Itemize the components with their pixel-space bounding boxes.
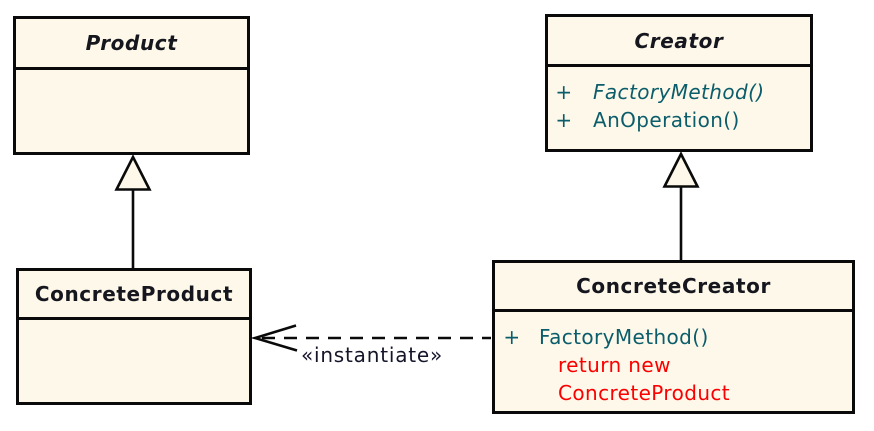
class-box-concrete-creator: ConcreteCreator + FactoryMethod() return… <box>492 260 855 414</box>
class-title-product: Product <box>16 19 247 70</box>
method-factorymethod: + FactoryMethod() <box>548 78 810 106</box>
code-note-line: ConcreteProduct <box>558 381 731 405</box>
class-body-creator: + FactoryMethod() + AnOperation() <box>548 67 810 149</box>
method-anoperation: + AnOperation() <box>548 106 810 134</box>
code-note-line: return new <box>558 353 671 377</box>
class-box-product: Product <box>13 16 250 155</box>
class-body-concrete-product <box>19 320 249 402</box>
class-title-concrete-creator: ConcreteCreator <box>495 263 852 312</box>
visibility-public: + <box>503 325 521 349</box>
visibility-public: + <box>555 108 573 132</box>
class-box-concrete-product: ConcreteProduct <box>16 268 252 405</box>
class-body-concrete-creator: + FactoryMethod() return new ConcretePro… <box>495 312 852 411</box>
class-body-product <box>16 70 247 152</box>
generalization-triangle-icon-product <box>114 154 152 191</box>
class-title-creator: Creator <box>548 17 810 67</box>
visibility-public: + <box>555 80 573 104</box>
method-label: FactoryMethod() <box>593 80 765 104</box>
class-box-creator: Creator + FactoryMethod() + AnOperation(… <box>545 14 813 152</box>
method-label: AnOperation() <box>593 108 740 132</box>
method-factorymethod: + FactoryMethod() <box>495 323 852 351</box>
class-title-concrete-product: ConcreteProduct <box>19 271 249 320</box>
generalization-triangle-icon-creator <box>662 151 700 188</box>
method-label: FactoryMethod() <box>539 325 709 349</box>
dependency-label-instantiate: «instantiate» <box>300 343 444 367</box>
